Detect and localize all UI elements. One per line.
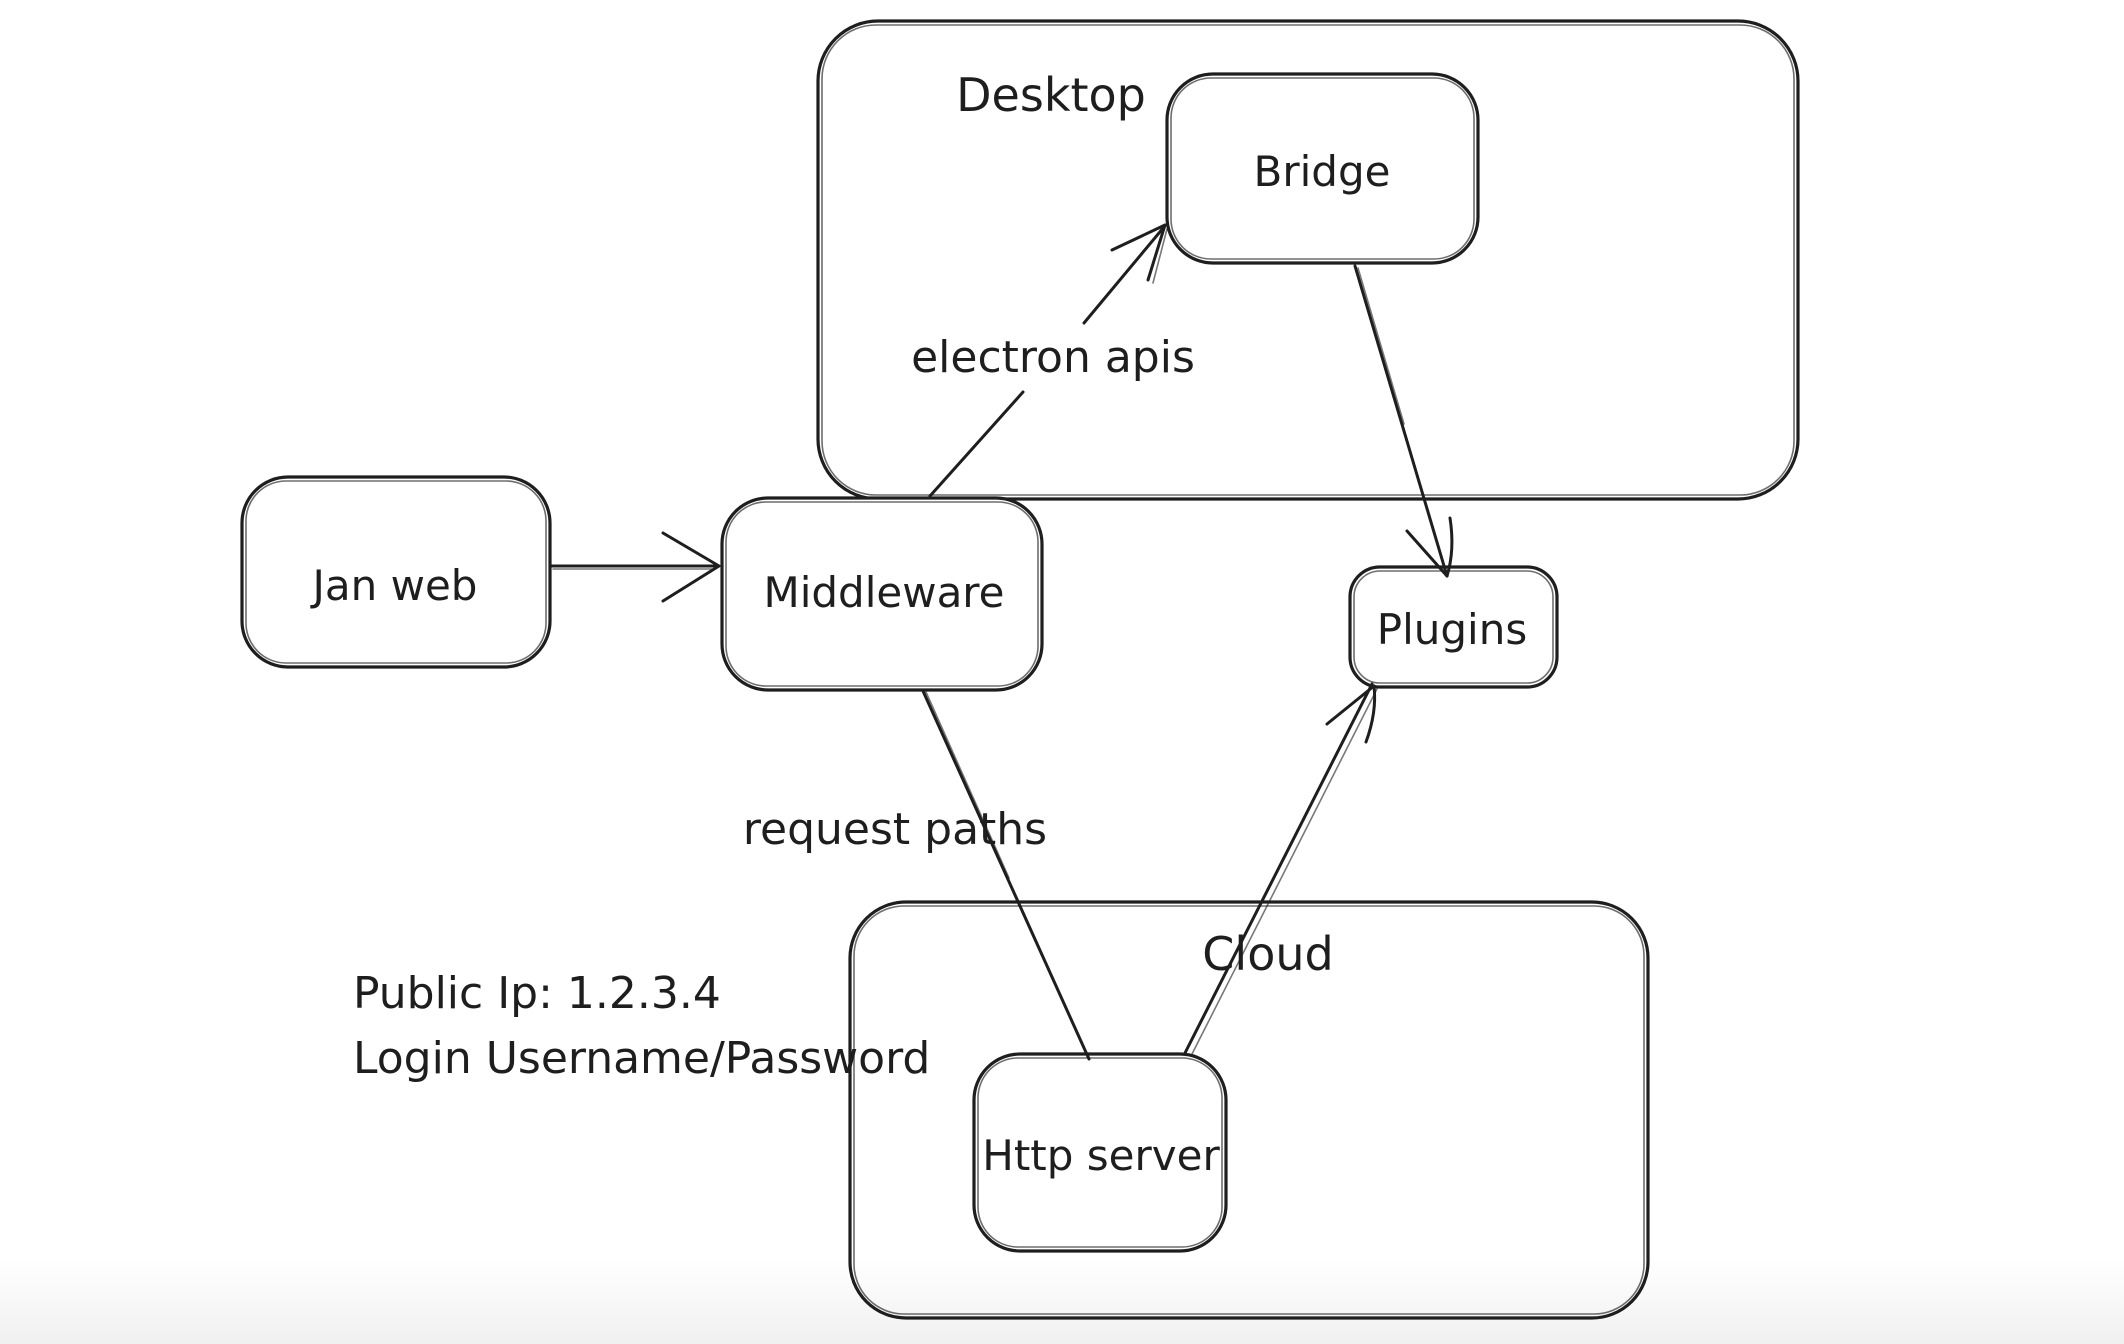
edge-line[interactable] <box>1353 264 1449 578</box>
desktop-container-outline-sketch <box>821 24 1795 496</box>
edge-line-sketch <box>1190 688 1378 1057</box>
plugins-label: Plugins <box>1377 605 1527 654</box>
edge-label-request-paths[interactable]: request paths <box>743 804 1047 855</box>
arrowhead-barb <box>1445 516 1454 578</box>
http-server-box-sketch <box>977 1057 1223 1248</box>
container-cloud[interactable]: Cloud <box>848 900 1650 1320</box>
edge-line[interactable] <box>1183 682 1374 1055</box>
cloud-container-label: Cloud <box>1202 927 1333 981</box>
node-plugins[interactable]: Plugins <box>1348 565 1559 689</box>
edge-label-electron-apis[interactable]: electron apis <box>911 332 1195 383</box>
bridge-box-sketch <box>1170 77 1475 260</box>
container-desktop[interactable]: Desktop <box>816 19 1800 501</box>
node-middleware[interactable]: Middleware <box>720 496 1044 692</box>
annotation-public-ip[interactable]: Public Ip: 1.2.3.4 <box>353 968 721 1019</box>
edge-http-server-to-plugins[interactable] <box>1183 682 1378 1057</box>
edge-line-sketch <box>1357 267 1405 425</box>
plugins-box[interactable] <box>1348 565 1559 689</box>
middleware-box-sketch <box>725 501 1039 687</box>
arrowhead-barb <box>1146 223 1167 282</box>
annotation-credentials[interactable]: Public Ip: 1.2.3.4 Login Username/Passwo… <box>353 968 930 1084</box>
arrowhead-barb <box>1110 223 1167 252</box>
edge-bridge-to-plugins[interactable] <box>1353 264 1454 578</box>
desktop-container-label: Desktop <box>956 68 1146 122</box>
http-server-label: Http server <box>982 1131 1220 1180</box>
annotation-login[interactable]: Login Username/Password <box>353 1033 930 1084</box>
edge-middleware-to-bridge[interactable] <box>928 223 1168 498</box>
bridge-label: Bridge <box>1254 147 1391 196</box>
edge-line-sketch <box>925 691 1010 879</box>
edge-middleware-to-http-server[interactable] <box>921 689 1091 1061</box>
node-http-server[interactable]: Http server <box>972 1052 1228 1253</box>
http-server-box[interactable] <box>972 1052 1228 1253</box>
edge-line-lower[interactable] <box>928 390 1025 498</box>
desktop-container-outline[interactable] <box>816 19 1800 501</box>
edge-line[interactable] <box>921 689 1091 1061</box>
bridge-box[interactable] <box>1165 72 1480 265</box>
arrowhead-barb <box>1325 684 1376 726</box>
jan-web-box[interactable] <box>240 475 552 669</box>
plugins-box-sketch <box>1353 570 1554 684</box>
cloud-container-outline-sketch <box>853 905 1645 1315</box>
arrowhead-right-icon <box>661 531 721 603</box>
jan-web-label: Jan web <box>310 561 478 610</box>
arrowhead-barb <box>1364 684 1377 744</box>
cloud-container-outline[interactable] <box>848 900 1650 1320</box>
arrowhead-barb-sketch <box>1152 228 1168 284</box>
middleware-label: Middleware <box>763 568 1004 617</box>
node-jan-web[interactable]: Jan web <box>240 475 552 669</box>
edge-jan-web-to-middleware[interactable] <box>549 531 721 603</box>
jan-web-box-sketch <box>245 480 547 664</box>
edge-line-upper[interactable] <box>1082 225 1166 325</box>
node-bridge[interactable]: Bridge <box>1165 72 1480 265</box>
middleware-box[interactable] <box>720 496 1044 692</box>
arrowhead-barb <box>1405 529 1449 578</box>
